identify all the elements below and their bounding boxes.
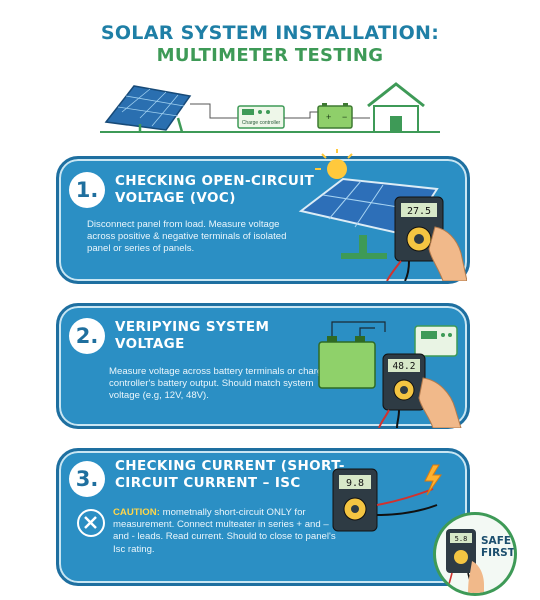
hand-icon — [428, 226, 467, 281]
step-card-open-circuit: 1. CHECKING OPEN-CIRCUIT VOLTAGE (VOC) D… — [56, 149, 470, 284]
voc-illustration: 27.5 — [298, 149, 467, 281]
step-description: CAUTION: mometnally short-circuit ONLY f… — [113, 507, 338, 556]
meter-reading: 27.5 — [407, 206, 431, 217]
svg-text:+: + — [326, 112, 331, 122]
multimeter-icon: 9.8 — [332, 468, 378, 532]
solar-panel-icon — [104, 85, 192, 133]
safety-first-badge: 5.8 SAFETY FIRST! — [433, 512, 517, 596]
step-number-badge: 2. — [69, 318, 105, 354]
battery-icon — [318, 336, 376, 389]
page-title: SOLAR SYSTEM INSTALLATION: — [100, 22, 440, 44]
step-title: CHECKING OPEN-CIRCUIT VOLTAGE (VOC) — [115, 173, 315, 206]
multimeter-icon: 48.2 — [382, 353, 426, 411]
step-card-system-voltage: 2. VERIPYING SYSTEM VOLTAGE Measure volt… — [56, 303, 470, 429]
charge-controller-icon — [414, 325, 458, 357]
controller-label: Charge controller — [242, 120, 281, 126]
lightning-icon — [424, 464, 442, 496]
step-number-badge: 3. — [69, 461, 105, 497]
short-circuit-illustration: 9.8 — [332, 464, 442, 532]
meter-reading: 48.2 — [393, 361, 416, 372]
caution-label: CAUTION: — [113, 507, 160, 518]
meter-reading: 5.8 — [455, 535, 468, 543]
step-number-badge: 1. — [69, 172, 105, 208]
charge-controller-icon: Charge controller — [237, 105, 285, 129]
system-diagram: Charge controller + − — [100, 82, 440, 133]
step-title: CHECKING CURRENT (SHORT-CIRCUIT CURRENT … — [115, 458, 345, 491]
multimeter-icon: 5.8 — [445, 529, 484, 593]
page-subtitle: MULTIMETER TESTING — [156, 45, 384, 66]
hand-icon — [418, 377, 462, 428]
step-description: Measure voltage across battery terminals… — [109, 366, 328, 402]
safety-text: SAFETY FIRST! — [481, 535, 517, 559]
battery-icon: + − — [317, 103, 353, 129]
svg-text:−: − — [342, 112, 347, 122]
step-title: VERIPYING SYSTEM VOLTAGE — [115, 319, 270, 352]
sun-icon — [315, 149, 353, 179]
system-voltage-illustration: 48.2 — [318, 321, 462, 428]
warning-x-icon — [77, 509, 105, 537]
step-card-short-circuit: 3. CHECKING CURRENT (SHORT-CIRCUIT CURRE… — [56, 448, 470, 586]
meter-reading: 9.8 — [346, 478, 364, 489]
step-description: Disconnect panel from load. Measure volt… — [87, 219, 287, 255]
house-icon — [367, 82, 425, 133]
caution-text: mometnally short-circuit ONLY for measur… — [113, 507, 336, 555]
